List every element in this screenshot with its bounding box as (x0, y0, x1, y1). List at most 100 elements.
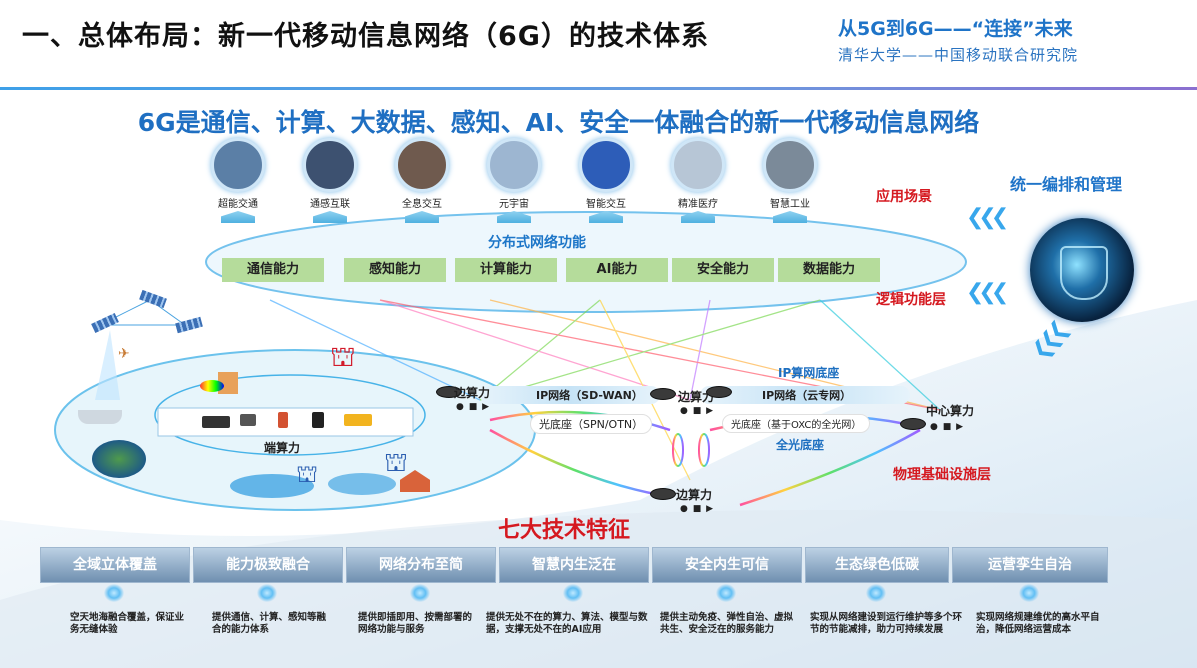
ip-bar-left (480, 386, 660, 404)
house-base-icon (405, 211, 439, 223)
transport-icon (211, 138, 265, 192)
feature-desc-5: 提供主动免疫、弹性自治、虚拟共生、安全泛在的服务能力 (660, 612, 794, 635)
app-scene-2[interactable]: 通感互联 (290, 138, 370, 223)
watch-icon (312, 412, 324, 428)
house-base-icon (313, 211, 347, 223)
optical-spn-label: 光底座（SPN/OTN） (530, 414, 653, 434)
metaverse-icon (487, 138, 541, 192)
house-base-icon (589, 211, 623, 223)
management-globe-icon[interactable] (1030, 218, 1134, 322)
laptop-icon (240, 414, 256, 426)
feature-4[interactable]: 智慧内生泛在 (499, 547, 649, 583)
access-ellipse (230, 474, 314, 498)
app-label: 精准医疗 (678, 199, 718, 210)
optical-link-center (739, 428, 921, 507)
glow-icon (563, 584, 583, 602)
optical-oxc-label: 光底座（基于OXC的全光网） (722, 414, 871, 433)
edge-label: 边算力 (676, 488, 713, 502)
building-icon (218, 372, 238, 394)
tag-title: 从5G到6G——“连接”未来 (838, 18, 1073, 40)
terminal-inner-ellipse (154, 374, 426, 456)
router-icon (706, 386, 732, 398)
ip-bar-right (700, 386, 910, 404)
layer-logic: 逻辑功能层 (876, 292, 946, 308)
holographic-icon (395, 138, 449, 192)
app-scene-1[interactable]: 超能交通 (198, 138, 278, 223)
access-ellipse-2 (328, 473, 396, 495)
feature-1[interactable]: 全域立体覆盖 (40, 547, 190, 583)
feature-5[interactable]: 安全内生可信 (652, 547, 802, 583)
node-legend: ● ■ ▶ (680, 504, 714, 514)
industry-icon (763, 138, 817, 192)
app-scene-6[interactable]: 精准医疗 (658, 138, 738, 223)
optical-ring-2 (698, 433, 710, 467)
satellite-links (99, 299, 187, 326)
glow-icon (866, 584, 886, 602)
app-label: 通感互联 (310, 199, 350, 210)
headline: 6G是通信、计算、大数据、感知、AI、安全一体融合的新一代移动信息网络 (137, 108, 980, 137)
header-divider (0, 87, 1197, 90)
tower-icon: ⛫ (330, 340, 356, 373)
capability-communication[interactable]: 通信能力 (222, 258, 324, 282)
feature-desc-2: 提供通信、计算、感知等融合的能力体系 (212, 612, 327, 635)
router-icon (436, 386, 462, 398)
island-icon (92, 440, 146, 478)
capability-computing[interactable]: 计算能力 (455, 258, 557, 282)
edge-label: 边算力 (678, 390, 715, 404)
feature-7[interactable]: 运营孪生自治 (952, 547, 1108, 583)
unified-management-label: 统一编排和管理 (1010, 175, 1123, 194)
terminal-compute-label: 端算力 (264, 441, 301, 455)
app-scene-3[interactable]: 全息交互 (382, 138, 462, 223)
glasses-icon (202, 416, 230, 428)
seven-features-title: 七大技术特征 (498, 518, 631, 543)
glow-icon (257, 584, 277, 602)
ship-icon (78, 410, 122, 424)
glow-icon (410, 584, 430, 602)
feature-desc-4: 提供无处不在的算力、算法、模型与数据，支撑无处不在的AI应用 (486, 612, 648, 635)
heatmap-icon (200, 380, 224, 392)
router-icon (650, 388, 676, 400)
app-scene-7[interactable]: 智慧工业 (750, 138, 830, 223)
feature-desc-3: 提供即插即用、按需部署的网络功能与服务 (358, 612, 473, 635)
feature-3[interactable]: 网络分布至简 (346, 547, 496, 583)
node-legend: ● ■ ▶ (456, 402, 490, 412)
glow-icon (716, 584, 736, 602)
distributed-title: 分布式网络功能 (488, 235, 586, 251)
tower-icon: ⛫ (296, 460, 319, 488)
capability-sensing[interactable]: 感知能力 (344, 258, 446, 282)
feature-desc-6: 实现从网络建设到运行维护等多个环节的节能减排，助力可持续发展 (810, 612, 963, 635)
node-legend: ● ■ ▶ (680, 406, 714, 416)
edge-label: 边算力 (454, 386, 491, 400)
capability-security[interactable]: 安全能力 (672, 258, 774, 282)
app-label: 智慧工业 (770, 199, 810, 210)
layer-physical: 物理基础设施层 (893, 467, 991, 483)
home-icon (400, 470, 430, 492)
space-beam (95, 330, 120, 400)
house-base-icon (221, 211, 255, 223)
ip-sdwan-label: IP网络（SD-WAN） (536, 389, 643, 402)
glow-icon (104, 584, 124, 602)
feature-6[interactable]: 生态绿色低碳 (805, 547, 949, 583)
app-label: 超能交通 (218, 199, 258, 210)
airplane-icon: ✈ (118, 346, 130, 362)
chevron-left-icon: ❮❮❮ (966, 280, 1009, 305)
tag-subtitle: 清华大学——中国移动联合研究院 (838, 46, 1079, 64)
app-scene-4[interactable]: 元宇宙 (474, 138, 554, 223)
smart-interaction-icon (579, 138, 633, 192)
feature-2[interactable]: 能力极致融合 (193, 547, 343, 583)
sensing-icon (303, 138, 357, 192)
ip-cloud-label: IP网络（云专网） (762, 389, 852, 402)
router-icon (900, 418, 926, 430)
node-legend: ● ■ ▶ (930, 422, 964, 432)
phone-icon (278, 412, 288, 428)
chevron-left-icon: ❮❮❮ (966, 205, 1009, 230)
page-title: 一、总体布局：新一代移动信息网络（6G）的技术体系 (22, 21, 709, 52)
app-scene-5[interactable]: 智能交互 (566, 138, 646, 223)
house-base-icon (497, 211, 531, 223)
app-label: 智能交互 (586, 199, 626, 210)
capability-data[interactable]: 数据能力 (778, 258, 880, 282)
ip-base-label: IP算网底座 (778, 366, 840, 380)
layer-app-scene: 应用场景 (876, 189, 932, 205)
app-label: 元宇宙 (499, 199, 529, 210)
capability-ai[interactable]: AI能力 (566, 258, 668, 282)
